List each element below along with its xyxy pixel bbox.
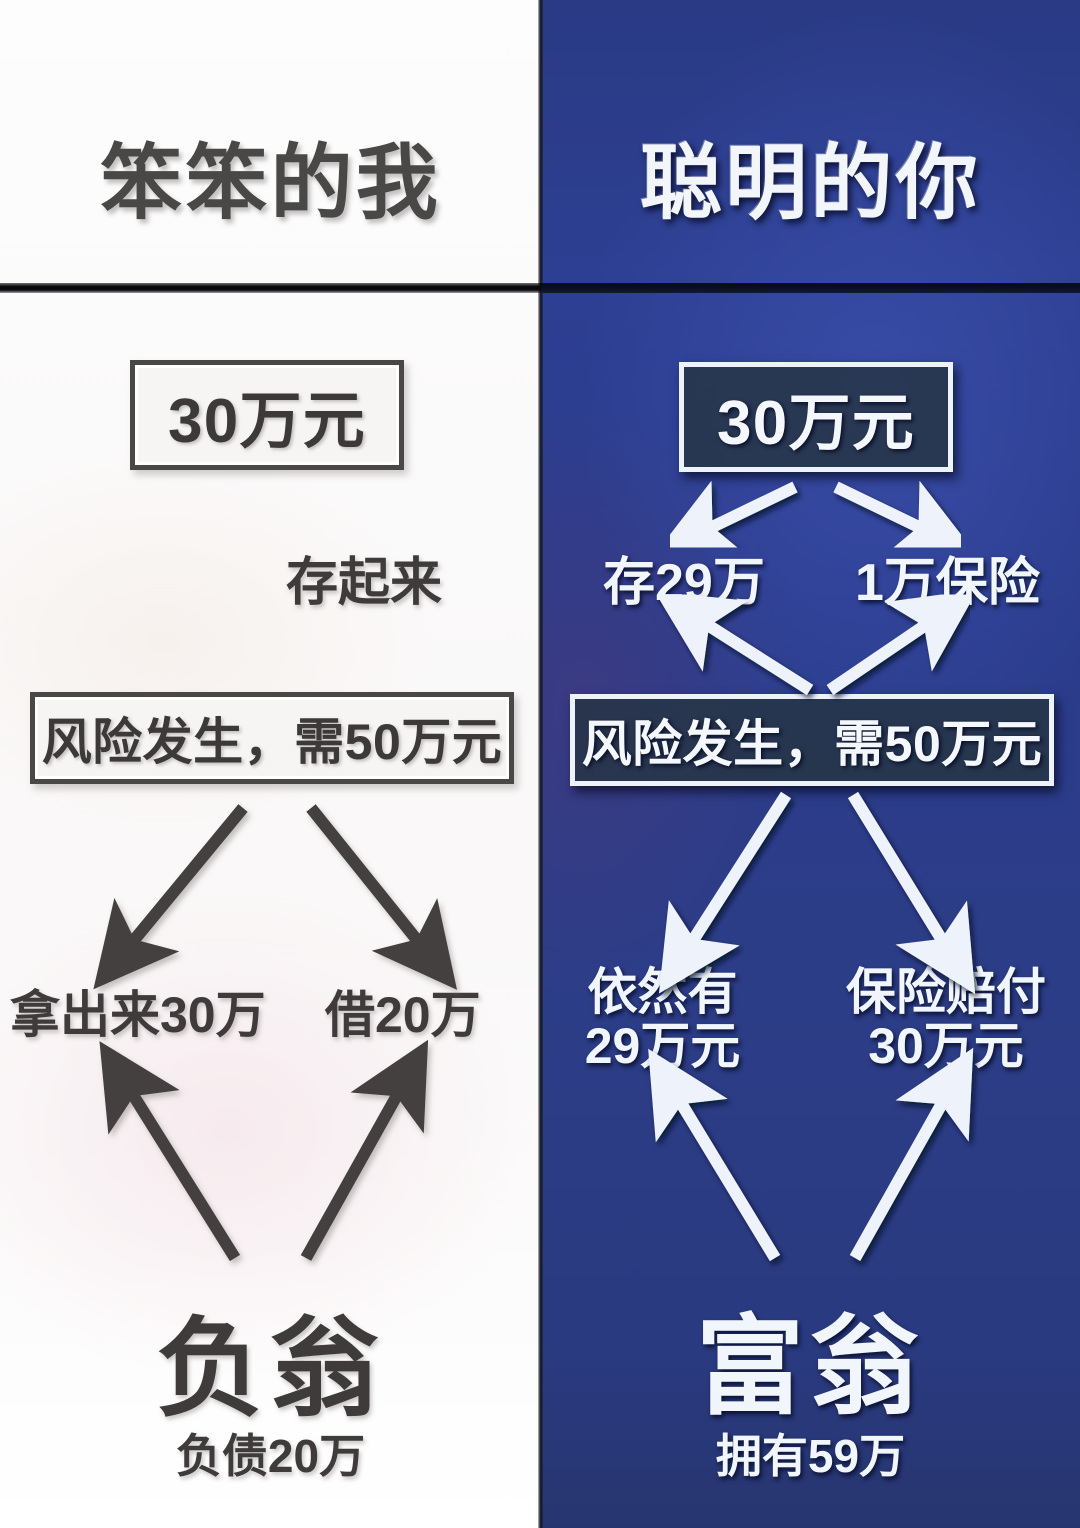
header-divider-left [0,283,1080,293]
header-divider-right [541,283,1080,293]
right-risk-box: 风险发生，需50万元 [570,694,1054,786]
left-panel-title: 笨笨的我 [99,138,442,229]
right-result-subtitle: 拥有59万 [715,1430,906,1482]
right-outcome-still-have-line1: 依然有 [587,964,738,1020]
left-outcome-borrow: 借20万 [325,987,481,1043]
right-panel-title: 聪明的你 [639,138,982,229]
right-amount-box: 30万元 [679,362,953,472]
right-outcome-still-have-line2: 29万元 [584,1018,741,1074]
right-outcome-still-have: 依然有 29万元 [570,965,755,1073]
right-split-insurance: 1万保险 [855,554,1040,612]
right-outcome-payout: 保险赔付 30万元 [832,965,1060,1073]
left-amount-box: 30万元 [130,360,404,470]
left-outcome-take-out: 拿出来30万 [10,987,266,1043]
left-save-label: 存起来 [286,554,443,612]
right-outcome-payout-line2: 30万元 [868,1018,1024,1074]
left-panel-foolish: 笨笨的我 30万元 存起来 风险发生，需50万元 拿出来30万 借20万 负翁 … [0,0,541,1528]
right-split-save: 存29万 [603,554,765,612]
left-result-title: 负翁 [156,1308,385,1429]
right-outcome-payout-line1: 保险赔付 [846,964,1046,1020]
left-result-subtitle: 负债20万 [175,1430,366,1482]
panel-divider [538,0,543,1528]
right-result-title: 富翁 [696,1306,925,1427]
left-risk-box: 风险发生，需50万元 [30,692,514,784]
